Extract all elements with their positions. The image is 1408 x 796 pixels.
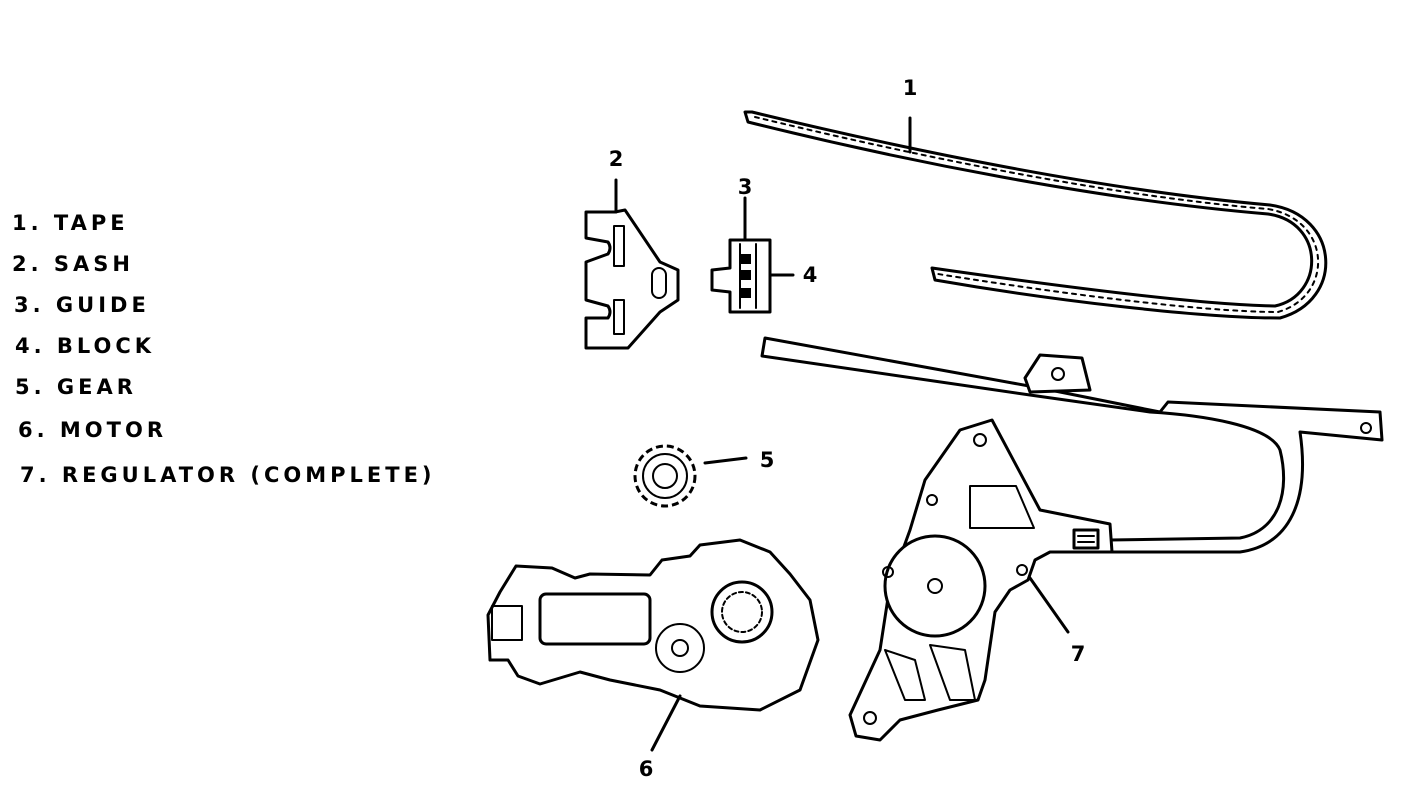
legend-item-sash: 2. SASH — [12, 252, 134, 276]
legend-number: 3. — [14, 293, 45, 317]
parts-legend: 1. TAPE 2. SASH 3. GUIDE 4. BLOCK 5. GEA… — [0, 0, 480, 796]
callout-block: 4 — [803, 263, 818, 287]
legend-label: MOTOR — [59, 418, 168, 442]
legend-item-guide: 3. GUIDE — [14, 293, 150, 317]
motor-part — [486, 538, 820, 752]
callout-tape: 1 — [903, 76, 918, 100]
legend-item-block: 4. BLOCK — [15, 334, 155, 358]
gear-part — [633, 444, 748, 508]
legend-number: 2. — [12, 252, 43, 276]
legend-label: BLOCK — [56, 334, 156, 358]
legend-number: 6. — [18, 418, 49, 442]
callout-motor: 6 — [639, 757, 654, 781]
sash-part — [584, 178, 680, 350]
legend-number: 4. — [15, 334, 46, 358]
legend-number: 5. — [15, 375, 46, 399]
guide-part — [710, 196, 795, 314]
legend-label: REGULATOR (COMPLETE) — [61, 463, 436, 487]
regulator-part — [760, 336, 1384, 742]
callout-gear: 5 — [760, 448, 775, 472]
legend-label: GUIDE — [55, 293, 150, 317]
legend-number: 7. — [20, 463, 51, 487]
legend-number: 1. — [12, 211, 43, 235]
legend-label: SASH — [53, 252, 134, 276]
legend-label: TAPE — [53, 211, 129, 235]
legend-label: GEAR — [56, 375, 137, 399]
legend-item-tape: 1. TAPE — [12, 211, 129, 235]
tape-part — [743, 110, 1328, 320]
callout-sash: 2 — [609, 147, 624, 171]
legend-item-motor: 6. MOTOR — [18, 418, 167, 442]
callout-guide: 3 — [738, 175, 753, 199]
callout-regulator: 7 — [1071, 642, 1086, 666]
legend-item-gear: 5. GEAR — [15, 375, 137, 399]
legend-item-regulator: 7. REGULATOR (COMPLETE) — [20, 463, 436, 487]
